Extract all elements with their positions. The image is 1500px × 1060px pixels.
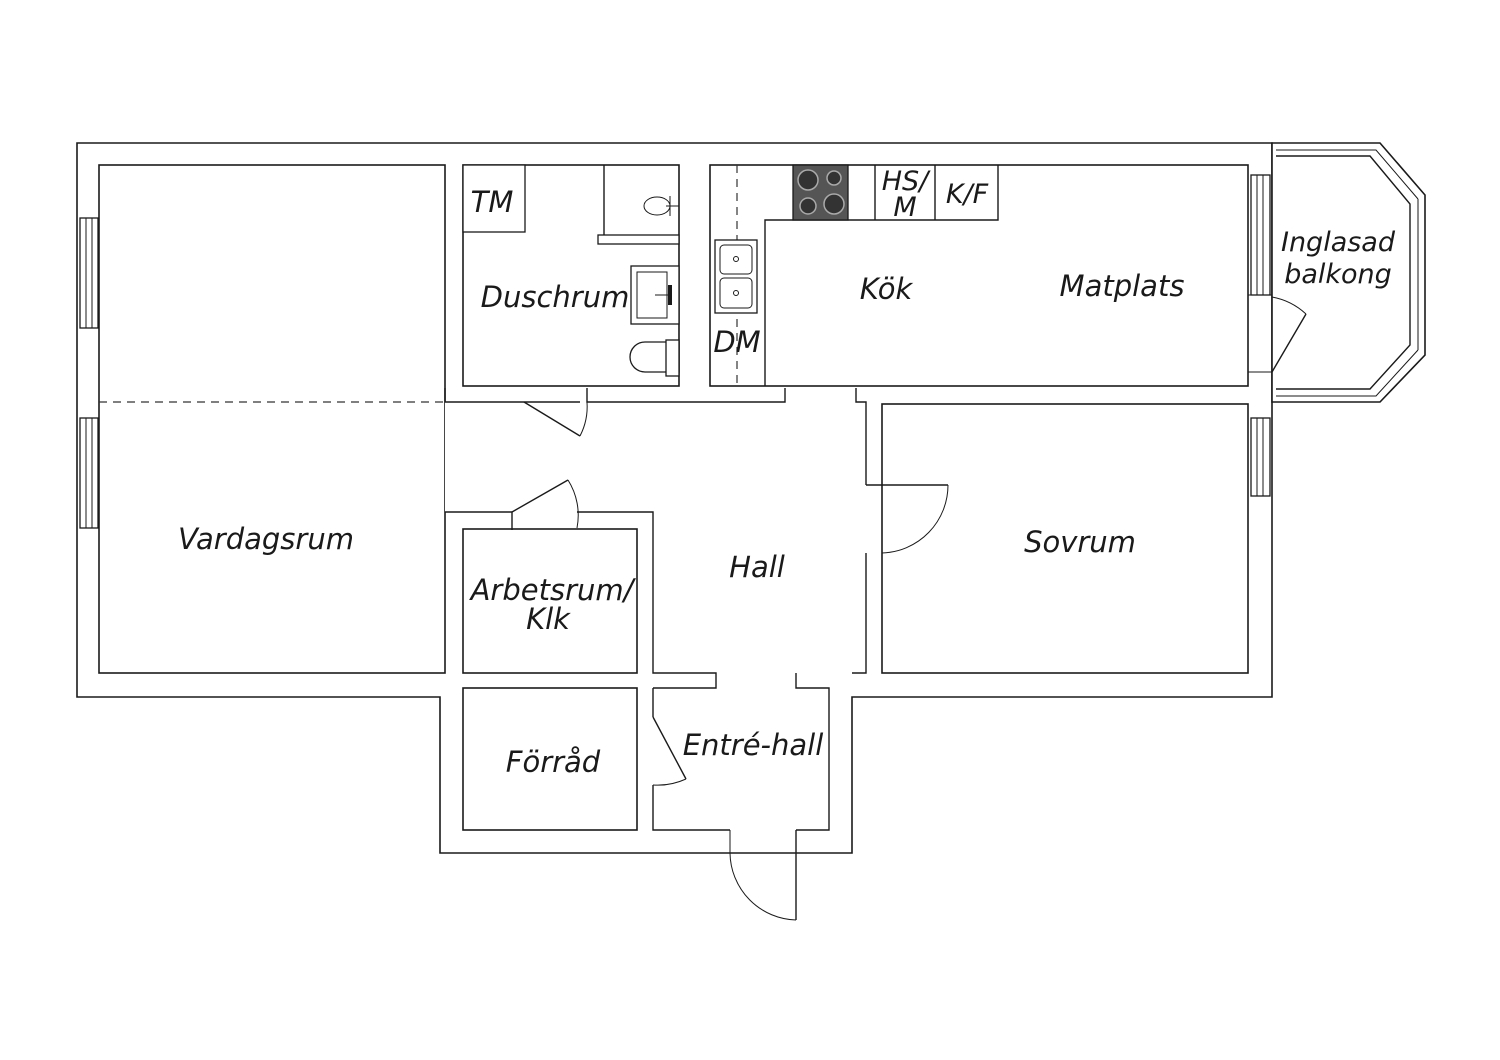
label-hall: Hall <box>729 550 785 584</box>
sink-icon <box>714 239 758 314</box>
walls <box>76 142 1273 854</box>
label-kf: K/F <box>946 179 989 210</box>
label-balkong-2: balkong <box>1284 259 1392 290</box>
label-arbetsrum-2: Klk <box>526 602 571 636</box>
label-kok: Kök <box>860 272 914 306</box>
bathroom-fixtures <box>462 164 680 377</box>
label-hs-m-1: HS/ <box>882 166 931 197</box>
label-arbetsrum-1: Arbetsrum/ <box>469 573 637 607</box>
label-vardagsrum: Vardagsrum <box>178 522 354 556</box>
label-sovrum: Sovrum <box>1024 525 1136 559</box>
label-forrad: Förråd <box>506 745 601 779</box>
label-hs-m-2: M <box>893 192 916 223</box>
washing-machine-box <box>462 164 526 233</box>
windows <box>79 174 1271 529</box>
doors <box>511 401 949 921</box>
label-duschrum: Duschrum <box>481 280 630 314</box>
label-entre-hall: Entré-hall <box>683 728 824 762</box>
label-dm: DM <box>713 325 760 359</box>
label-balkong-1: Inglasad <box>1281 227 1396 258</box>
label-matplats: Matplats <box>1060 269 1185 303</box>
glazed-balcony <box>1248 142 1426 403</box>
kitchen-fixtures <box>714 164 999 386</box>
label-tm: TM <box>471 185 514 219</box>
room-labels: Vardagsrum Duschrum TM Kök HS/ M K/F Mat… <box>178 166 1396 779</box>
